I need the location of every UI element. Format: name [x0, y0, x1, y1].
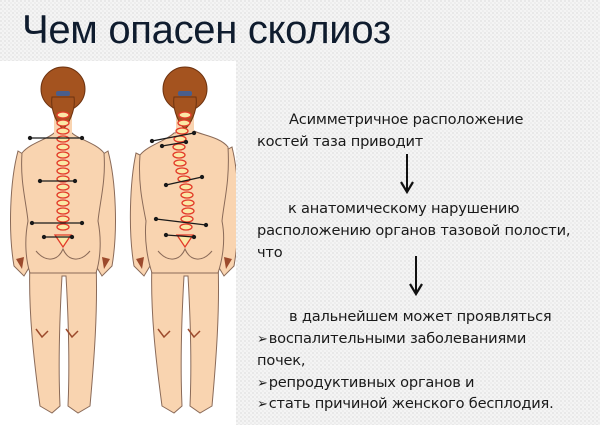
bullet-item-1: ➢воспалительными заболеваниями [257, 328, 526, 350]
down-arrow-icon [409, 256, 423, 296]
step2-line1: к анатомическому нарушению [288, 200, 520, 217]
step1-line2: костей таза приводит [257, 133, 424, 150]
scoliosis-spine-figure [129, 66, 236, 414]
bullet-item-1-cont: почек, [257, 352, 306, 369]
step2-line2: расположению органов тазовой полости, [257, 222, 571, 239]
arrowhead-bullet-icon: ➢ [257, 332, 268, 347]
step1-line1: Асимметричное расположение [289, 111, 524, 128]
bullet-item-3: ➢стать причиной женского бесплодия. [257, 393, 554, 415]
step2-line3: что [257, 244, 283, 261]
arrowhead-bullet-icon: ➢ [257, 376, 268, 391]
page-title: Чем опасен сколиоз [22, 8, 391, 52]
spine-illustration-panel [0, 61, 236, 425]
bullet-item-2: ➢репродуктивных органов и [257, 372, 475, 394]
down-arrow-icon [400, 154, 414, 194]
normal-spine-figure [10, 66, 116, 414]
arrowhead-bullet-icon: ➢ [257, 397, 268, 412]
step3-intro: в дальнейшем может проявляться [289, 308, 552, 325]
